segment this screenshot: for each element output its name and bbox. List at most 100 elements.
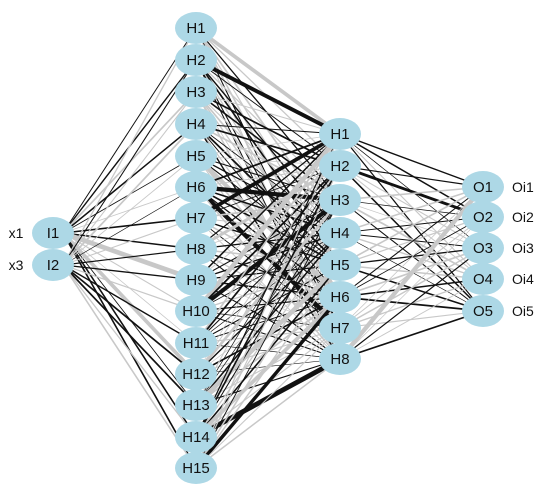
connection-input-I2-to-H14 bbox=[62, 264, 197, 438]
connection-hidden1-H3-to-H3 bbox=[195, 91, 341, 201]
node-label-hidden2-H5: H5 bbox=[330, 257, 349, 274]
node-hidden1-H13 bbox=[175, 389, 217, 421]
connection-hidden1-H14-to-H4 bbox=[195, 232, 341, 438]
connection-hidden1-H1-to-H1 bbox=[194, 26, 342, 136]
connection-hidden1-H13-to-H1 bbox=[195, 133, 341, 406]
node-output-O3 bbox=[462, 232, 504, 264]
connection-hidden1-H11-to-H3 bbox=[195, 199, 341, 344]
connection-hidden2-H8-to-O5 bbox=[339, 310, 484, 360]
connection-hidden1-H15-to-H1 bbox=[195, 133, 341, 469]
node-layer: I1I2H1H2H3H4H5H6H7H8H9H10H11H12H13H14H15… bbox=[32, 12, 504, 484]
input-name-x3: x3 bbox=[9, 257, 24, 273]
node-hidden2-H4 bbox=[319, 217, 361, 249]
connection-hidden2-H2-to-O3 bbox=[339, 165, 484, 249]
connection-hidden1-H15-to-H6 bbox=[194, 295, 342, 470]
connection-hidden1-H6-to-H1 bbox=[195, 133, 341, 188]
connection-hidden1-H15-to-H2 bbox=[195, 165, 341, 469]
connection-hidden1-H4-to-H1 bbox=[195, 123, 341, 135]
node-hidden1-H14 bbox=[175, 421, 217, 453]
connection-input-I2-to-H9 bbox=[62, 264, 197, 281]
node-label-hidden1-H1: H1 bbox=[186, 20, 205, 37]
connection-hidden2-H3-to-O3 bbox=[339, 199, 484, 249]
node-label-output-O4: O4 bbox=[473, 271, 493, 288]
connection-hidden1-H2-to-H1 bbox=[195, 58, 341, 136]
connection-input-I2-to-H10 bbox=[62, 264, 197, 312]
output-name-Oi1: Oi1 bbox=[512, 179, 534, 195]
node-label-hidden2-H6: H6 bbox=[330, 289, 349, 306]
node-hidden1-H12 bbox=[175, 358, 217, 390]
connection-hidden1-H10-to-H1 bbox=[194, 132, 342, 313]
connection-input-I2-to-H13 bbox=[62, 264, 197, 406]
connection-hidden1-H11-to-H1 bbox=[195, 133, 341, 344]
output-name-Oi3: Oi3 bbox=[512, 240, 534, 256]
node-hidden1-H2 bbox=[175, 44, 217, 76]
node-hidden2-H5 bbox=[319, 249, 361, 281]
connection-hidden2-H5-to-O1 bbox=[339, 186, 484, 266]
connection-hidden1-H12-to-H1 bbox=[195, 133, 341, 375]
node-label-hidden1-H13: H13 bbox=[182, 397, 210, 414]
connection-hidden2-H2-to-O1 bbox=[339, 165, 484, 188]
connection-hidden2-H1-to-O1 bbox=[339, 133, 484, 188]
node-hidden1-H8 bbox=[175, 233, 217, 265]
node-label-output-O3: O3 bbox=[473, 240, 493, 257]
connection-hidden1-H7-to-H1 bbox=[195, 132, 341, 220]
connection-hidden2-H2-to-O2 bbox=[339, 164, 484, 219]
node-label-hidden2-H1: H1 bbox=[330, 126, 349, 143]
node-label-hidden1-H10: H10 bbox=[182, 303, 210, 320]
connection-hidden1-H15-to-H7 bbox=[195, 327, 341, 469]
connection-hidden2-H1-to-O2 bbox=[339, 133, 484, 218]
node-hidden2-H6 bbox=[319, 281, 361, 313]
connection-input-I2-to-H3 bbox=[62, 91, 197, 266]
connection-hidden1-H2-to-H3 bbox=[195, 59, 341, 201]
connection-hidden1-H15-to-H8 bbox=[195, 358, 341, 469]
node-hidden1-H6 bbox=[175, 171, 217, 203]
node-hidden1-H4 bbox=[175, 108, 217, 140]
connection-hidden2-H7-to-O1 bbox=[339, 186, 484, 329]
node-label-hidden1-H8: H8 bbox=[186, 241, 205, 258]
connection-hidden2-H2-to-O4 bbox=[339, 165, 484, 280]
connection-layer bbox=[61, 26, 485, 470]
node-label-output-O2: O2 bbox=[473, 209, 493, 226]
node-label-hidden2-H4: H4 bbox=[330, 225, 349, 242]
node-label-hidden2-H8: H8 bbox=[330, 351, 349, 368]
connection-input-I2-to-H6 bbox=[62, 186, 197, 266]
connection-hidden2-H8-to-O4 bbox=[339, 278, 484, 360]
node-label-hidden2-H7: H7 bbox=[330, 320, 349, 337]
node-label-hidden1-H15: H15 bbox=[182, 460, 210, 477]
node-label-input-I2: I2 bbox=[47, 257, 60, 274]
connection-input-I2-to-H15 bbox=[62, 264, 197, 469]
output-name-Oi2: Oi2 bbox=[512, 209, 534, 225]
connection-hidden2-H4-to-O1 bbox=[339, 186, 484, 234]
connection-input-I2-to-H12 bbox=[62, 264, 197, 375]
connection-hidden1-H15-to-H3 bbox=[195, 199, 341, 469]
connection-hidden1-H14-to-H1 bbox=[195, 133, 341, 438]
node-output-O2 bbox=[462, 201, 504, 233]
connection-input-I2-to-H5 bbox=[62, 155, 197, 266]
node-label-hidden1-H4: H4 bbox=[186, 116, 205, 133]
node-hidden1-H7 bbox=[175, 202, 217, 234]
connection-input-I2-to-H1 bbox=[62, 27, 197, 266]
node-label-hidden2-H3: H3 bbox=[330, 192, 349, 209]
connection-hidden1-H8-to-H4 bbox=[195, 232, 341, 250]
node-label-hidden1-H14: H14 bbox=[182, 429, 210, 446]
node-output-O5 bbox=[462, 295, 504, 327]
node-label-output-O1: O1 bbox=[473, 179, 493, 196]
output-name-Oi5: Oi5 bbox=[512, 303, 534, 319]
node-hidden1-H1 bbox=[175, 12, 217, 44]
connection-input-I2-to-H2 bbox=[62, 59, 197, 266]
node-label-hidden1-H3: H3 bbox=[186, 84, 205, 101]
node-hidden2-H8 bbox=[319, 343, 361, 375]
connection-hidden1-H6-to-H4 bbox=[195, 186, 341, 234]
node-input-I2 bbox=[32, 249, 74, 281]
connection-hidden2-H3-to-O1 bbox=[339, 186, 484, 201]
node-hidden2-H3 bbox=[319, 184, 361, 216]
connection-hidden2-H4-to-O2 bbox=[339, 216, 484, 234]
node-label-hidden1-H7: H7 bbox=[186, 210, 205, 227]
output-name-Oi4: Oi4 bbox=[512, 271, 534, 287]
node-hidden1-H9 bbox=[175, 264, 217, 296]
node-label-hidden1-H2: H2 bbox=[186, 52, 205, 69]
connection-hidden1-H1-to-H3 bbox=[195, 27, 341, 201]
node-hidden1-H10 bbox=[175, 295, 217, 327]
